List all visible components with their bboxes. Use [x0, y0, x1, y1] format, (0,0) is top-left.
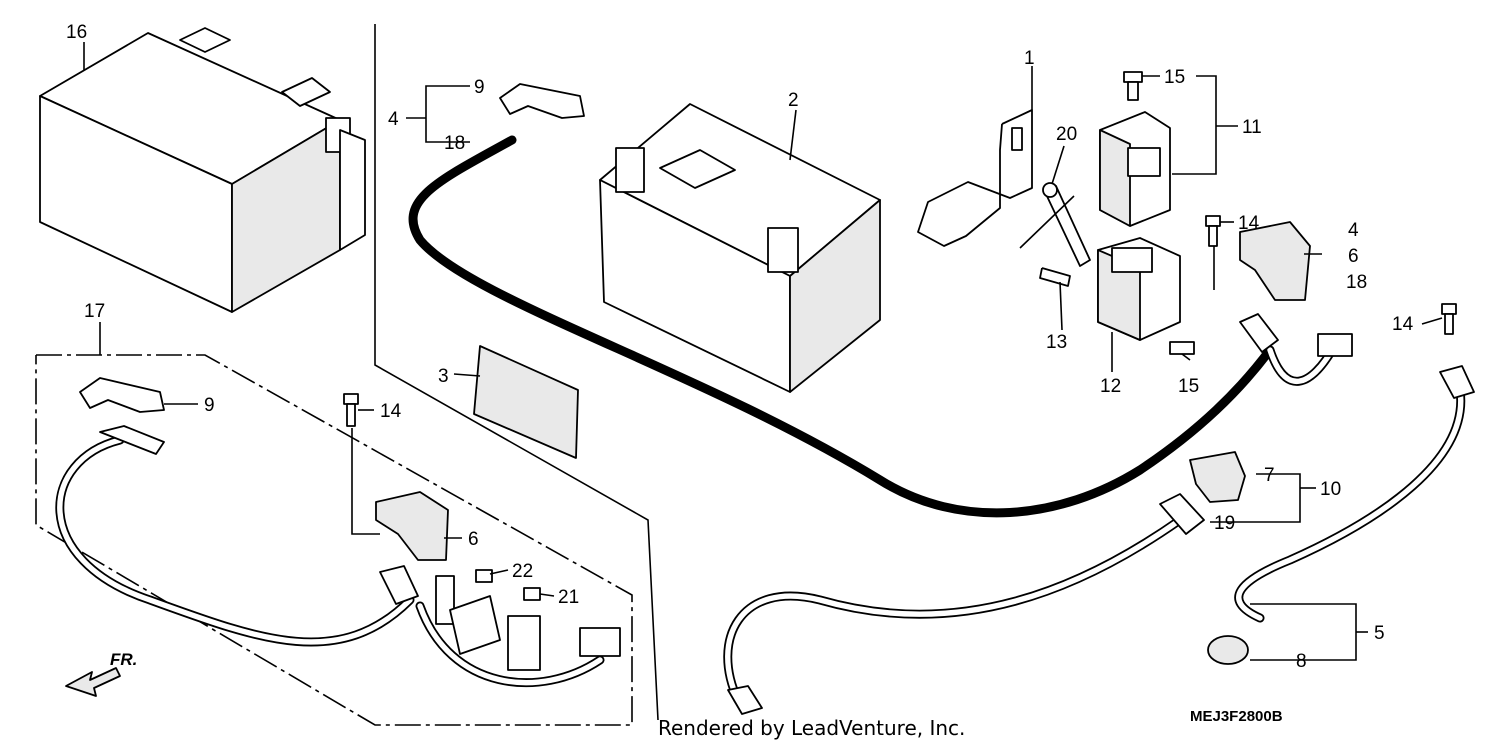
relay-11[interactable] — [1099, 111, 1171, 227]
callout-9: 9 — [474, 77, 485, 98]
leader-lines — [83, 42, 1443, 661]
callout-14-c: 14 — [380, 401, 402, 422]
callout-22: 22 — [512, 561, 533, 582]
relay-holder-12[interactable] — [1097, 237, 1181, 341]
screw-13[interactable] — [1039, 267, 1071, 287]
callout-21: 21 — [558, 587, 579, 608]
callout-14-b: 14 — [1392, 314, 1414, 335]
callout-18: 18 — [444, 133, 465, 154]
callout-5: 5 — [1374, 623, 1385, 644]
terminal-cap-9-kit[interactable] — [79, 377, 165, 413]
fuse-15-top[interactable] — [1123, 71, 1143, 101]
negative-cable-19[interactable] — [723, 493, 1205, 715]
callout-1: 1 — [1024, 48, 1035, 69]
callout-labels: 1 2 3 4 4 5 6 6 7 8 9 9 10 11 12 13 14 1… — [66, 22, 1414, 672]
callout-20: 20 — [1056, 124, 1077, 145]
pad-3[interactable] — [473, 345, 579, 459]
separator-line — [374, 24, 659, 721]
ground-cable-5[interactable] — [1234, 365, 1475, 623]
callout-19: 19 — [1214, 513, 1235, 534]
callout-6: 6 — [1348, 246, 1359, 267]
callout-10: 10 — [1320, 479, 1341, 500]
callout-6-kit: 6 — [468, 529, 479, 550]
battery-2[interactable] — [599, 103, 881, 393]
kit-frame — [35, 354, 633, 726]
callout-2: 2 — [788, 90, 799, 111]
callout-8: 8 — [1296, 651, 1307, 672]
diagram-code: MEJ3F2800B — [1190, 708, 1283, 725]
sub-harness[interactable] — [1239, 313, 1353, 386]
credit-text: Rendered by LeadVenture, Inc. — [658, 716, 966, 740]
callout-16: 16 — [66, 22, 87, 43]
positive-cable-18[interactable] — [408, 135, 1275, 518]
callout-12: 12 — [1100, 376, 1121, 397]
front-direction-label: FR. — [110, 650, 138, 669]
callout-15-bottom: 15 — [1178, 376, 1199, 397]
strap-20[interactable] — [1042, 182, 1091, 267]
battery-16[interactable] — [39, 27, 366, 313]
callout-14-a: 14 — [1238, 213, 1260, 234]
callout-15-top: 15 — [1164, 67, 1185, 88]
bolt-14-b[interactable] — [1441, 303, 1457, 335]
terminal-cap-7[interactable] — [1189, 451, 1246, 503]
callout-3: 3 — [438, 366, 449, 387]
terminal-cover-6-kit[interactable] — [375, 491, 449, 561]
callout-9-kit: 9 — [204, 395, 215, 416]
bracket-1[interactable] — [917, 109, 1033, 247]
bolt-14-c[interactable] — [343, 393, 359, 427]
callout-7: 7 — [1264, 465, 1275, 486]
callout-4-right: 4 — [1348, 220, 1359, 241]
fuse-21[interactable] — [523, 587, 541, 601]
fuse-15-bottom[interactable] — [1169, 341, 1195, 355]
terminal-cap-8[interactable] — [1207, 635, 1249, 665]
terminal-cover-6[interactable] — [1239, 221, 1311, 301]
bolt-14-a[interactable] — [1205, 215, 1221, 247]
callout-18-right: 18 — [1346, 272, 1367, 293]
fuse-22[interactable] — [475, 569, 493, 583]
kit-harness[interactable] — [415, 575, 621, 688]
callout-4: 4 — [388, 109, 399, 130]
kit-cable[interactable] — [55, 425, 419, 647]
front-direction-arrow — [65, 667, 121, 697]
callout-17: 17 — [84, 301, 105, 322]
callout-11: 11 — [1242, 117, 1262, 138]
callout-13: 13 — [1046, 332, 1067, 353]
terminal-cap-9[interactable] — [499, 83, 585, 119]
